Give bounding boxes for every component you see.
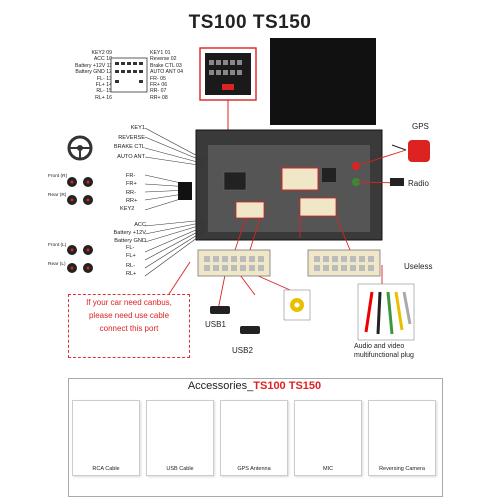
- wire-label-item: Battery +12V: [113, 230, 147, 236]
- wire-label-item: FR-: [126, 173, 136, 179]
- wire-label-item: Brake CTL 03: [150, 62, 182, 69]
- canbus-line-2: please need use cable: [88, 311, 170, 320]
- wire-label-item: RR-: [126, 190, 136, 196]
- accessory-card: Reversing Camera: [368, 400, 436, 476]
- steering-wheel-icon: [67, 135, 93, 161]
- accessory-card: MIC: [294, 400, 362, 476]
- wire-label-item: REVERSE: [118, 134, 145, 141]
- diagram-title: TS100 TS150: [188, 12, 312, 33]
- wire-label-item: Battery GND 12: [75, 69, 112, 76]
- front-speaker-right-label: Front (R): [48, 174, 68, 179]
- front-right-wire-labels: FR- FR+: [126, 172, 146, 188]
- wire-label-item: AUTO ANT 04: [150, 69, 183, 76]
- av-multifunction-plug-icon: [357, 283, 415, 341]
- accessory-label: Reversing Camera: [379, 466, 425, 472]
- wire-label-item: FR+ 06: [150, 82, 168, 89]
- accessory-label: MIC: [322, 466, 334, 472]
- rear-right-wire-labels: RR- RR+: [126, 189, 146, 205]
- wire-label-item: RL-: [126, 263, 136, 269]
- connector-zoom: [199, 47, 257, 178]
- rear-speaker-left-label: Rear (L): [48, 262, 66, 267]
- accessory-label: RCA Cable: [92, 466, 120, 472]
- wire-label-item: RL- 15: [96, 88, 112, 95]
- wire-label-item: Reverse 02: [150, 56, 177, 63]
- wire-label-item: RL+ 16: [95, 94, 112, 101]
- rca-yellow-icon: [283, 289, 311, 321]
- useless-label: Useless: [404, 262, 433, 271]
- av-plug-label-1: Audio and video: [354, 343, 405, 350]
- wire-label-item: FR+: [126, 181, 137, 187]
- wire-label-item: BRAKE CTL: [113, 144, 145, 150]
- canbus-notice: If your car need canbus, please need use…: [68, 294, 190, 358]
- gps-antenna-icon: [391, 140, 430, 162]
- wire-label-item: RR+: [126, 198, 138, 204]
- wire-label-item: FL- 13: [97, 75, 112, 82]
- front-left-wire-labels: FL- FL+: [126, 244, 146, 260]
- wire-label-item: FL+ 14: [95, 82, 112, 89]
- wire-label-item: Battery GND: [114, 238, 146, 244]
- accessories-title-prefix: Accessories_: [187, 380, 254, 392]
- wire-label-item: RR- 07: [150, 88, 167, 95]
- accessory-card: USB Cable: [146, 400, 214, 476]
- wire-label-item: ACC 10: [93, 56, 112, 63]
- speaker-icons: [67, 177, 93, 273]
- accessories-panel: [68, 378, 443, 497]
- power-wire-labels: ACC Battery +12V Battery GND: [96, 221, 147, 245]
- accessory-card: RCA Cable: [72, 400, 140, 476]
- front-speaker-left-label: Front (L): [48, 243, 67, 248]
- usb2-label: USB2: [232, 346, 253, 355]
- accessories-title: Accessories_TS100 TS150: [68, 378, 441, 394]
- radio-label: Radio: [408, 179, 429, 188]
- wire-label-item: KEY1 01: [150, 50, 171, 56]
- wire-label-item: FR- 05: [150, 75, 166, 82]
- wire-label-item: Battery +12V 11: [75, 62, 112, 69]
- accessory-card: GPS Antenna: [220, 400, 288, 476]
- rear-left-wire-labels: RL- RL+: [126, 262, 146, 278]
- wire-label-item: FL-: [126, 245, 135, 251]
- head-unit: [195, 38, 383, 241]
- accessories-title-model: TS100 TS150: [253, 380, 322, 392]
- radio-plug-icon: [390, 178, 404, 186]
- usb-plug-icons: [210, 306, 260, 334]
- wire-label-item: KEY2 09: [91, 50, 112, 56]
- wire-label-item: RR+ 08: [150, 94, 168, 101]
- wiring-plug: [178, 182, 192, 200]
- av-plug-label-2: multifunctional plug: [354, 352, 414, 359]
- wire-label-item: AUTO ANT: [117, 153, 145, 160]
- key2-label: KEY2: [120, 206, 135, 212]
- rear-speaker-right-label: Rear (R): [48, 193, 67, 198]
- canbus-line-1: If your car need canbus,: [86, 298, 172, 307]
- wire-label-item: KEY1: [130, 125, 145, 131]
- accessory-label: GPS Antenna: [237, 466, 271, 472]
- canbus-line-3: connect this port: [99, 324, 159, 333]
- lower-connector-right: [307, 249, 381, 277]
- pin-connector-illustration: [110, 57, 148, 93]
- gps-label: GPS: [412, 122, 429, 131]
- wire-label-item: FL+: [126, 253, 136, 259]
- usb1-label: USB1: [205, 320, 226, 329]
- accessory-label: USB Cable: [166, 466, 194, 472]
- wire-label-item: RL+: [126, 271, 137, 277]
- lower-connector-left: [197, 249, 271, 277]
- wire-label-item: ACC: [134, 222, 146, 228]
